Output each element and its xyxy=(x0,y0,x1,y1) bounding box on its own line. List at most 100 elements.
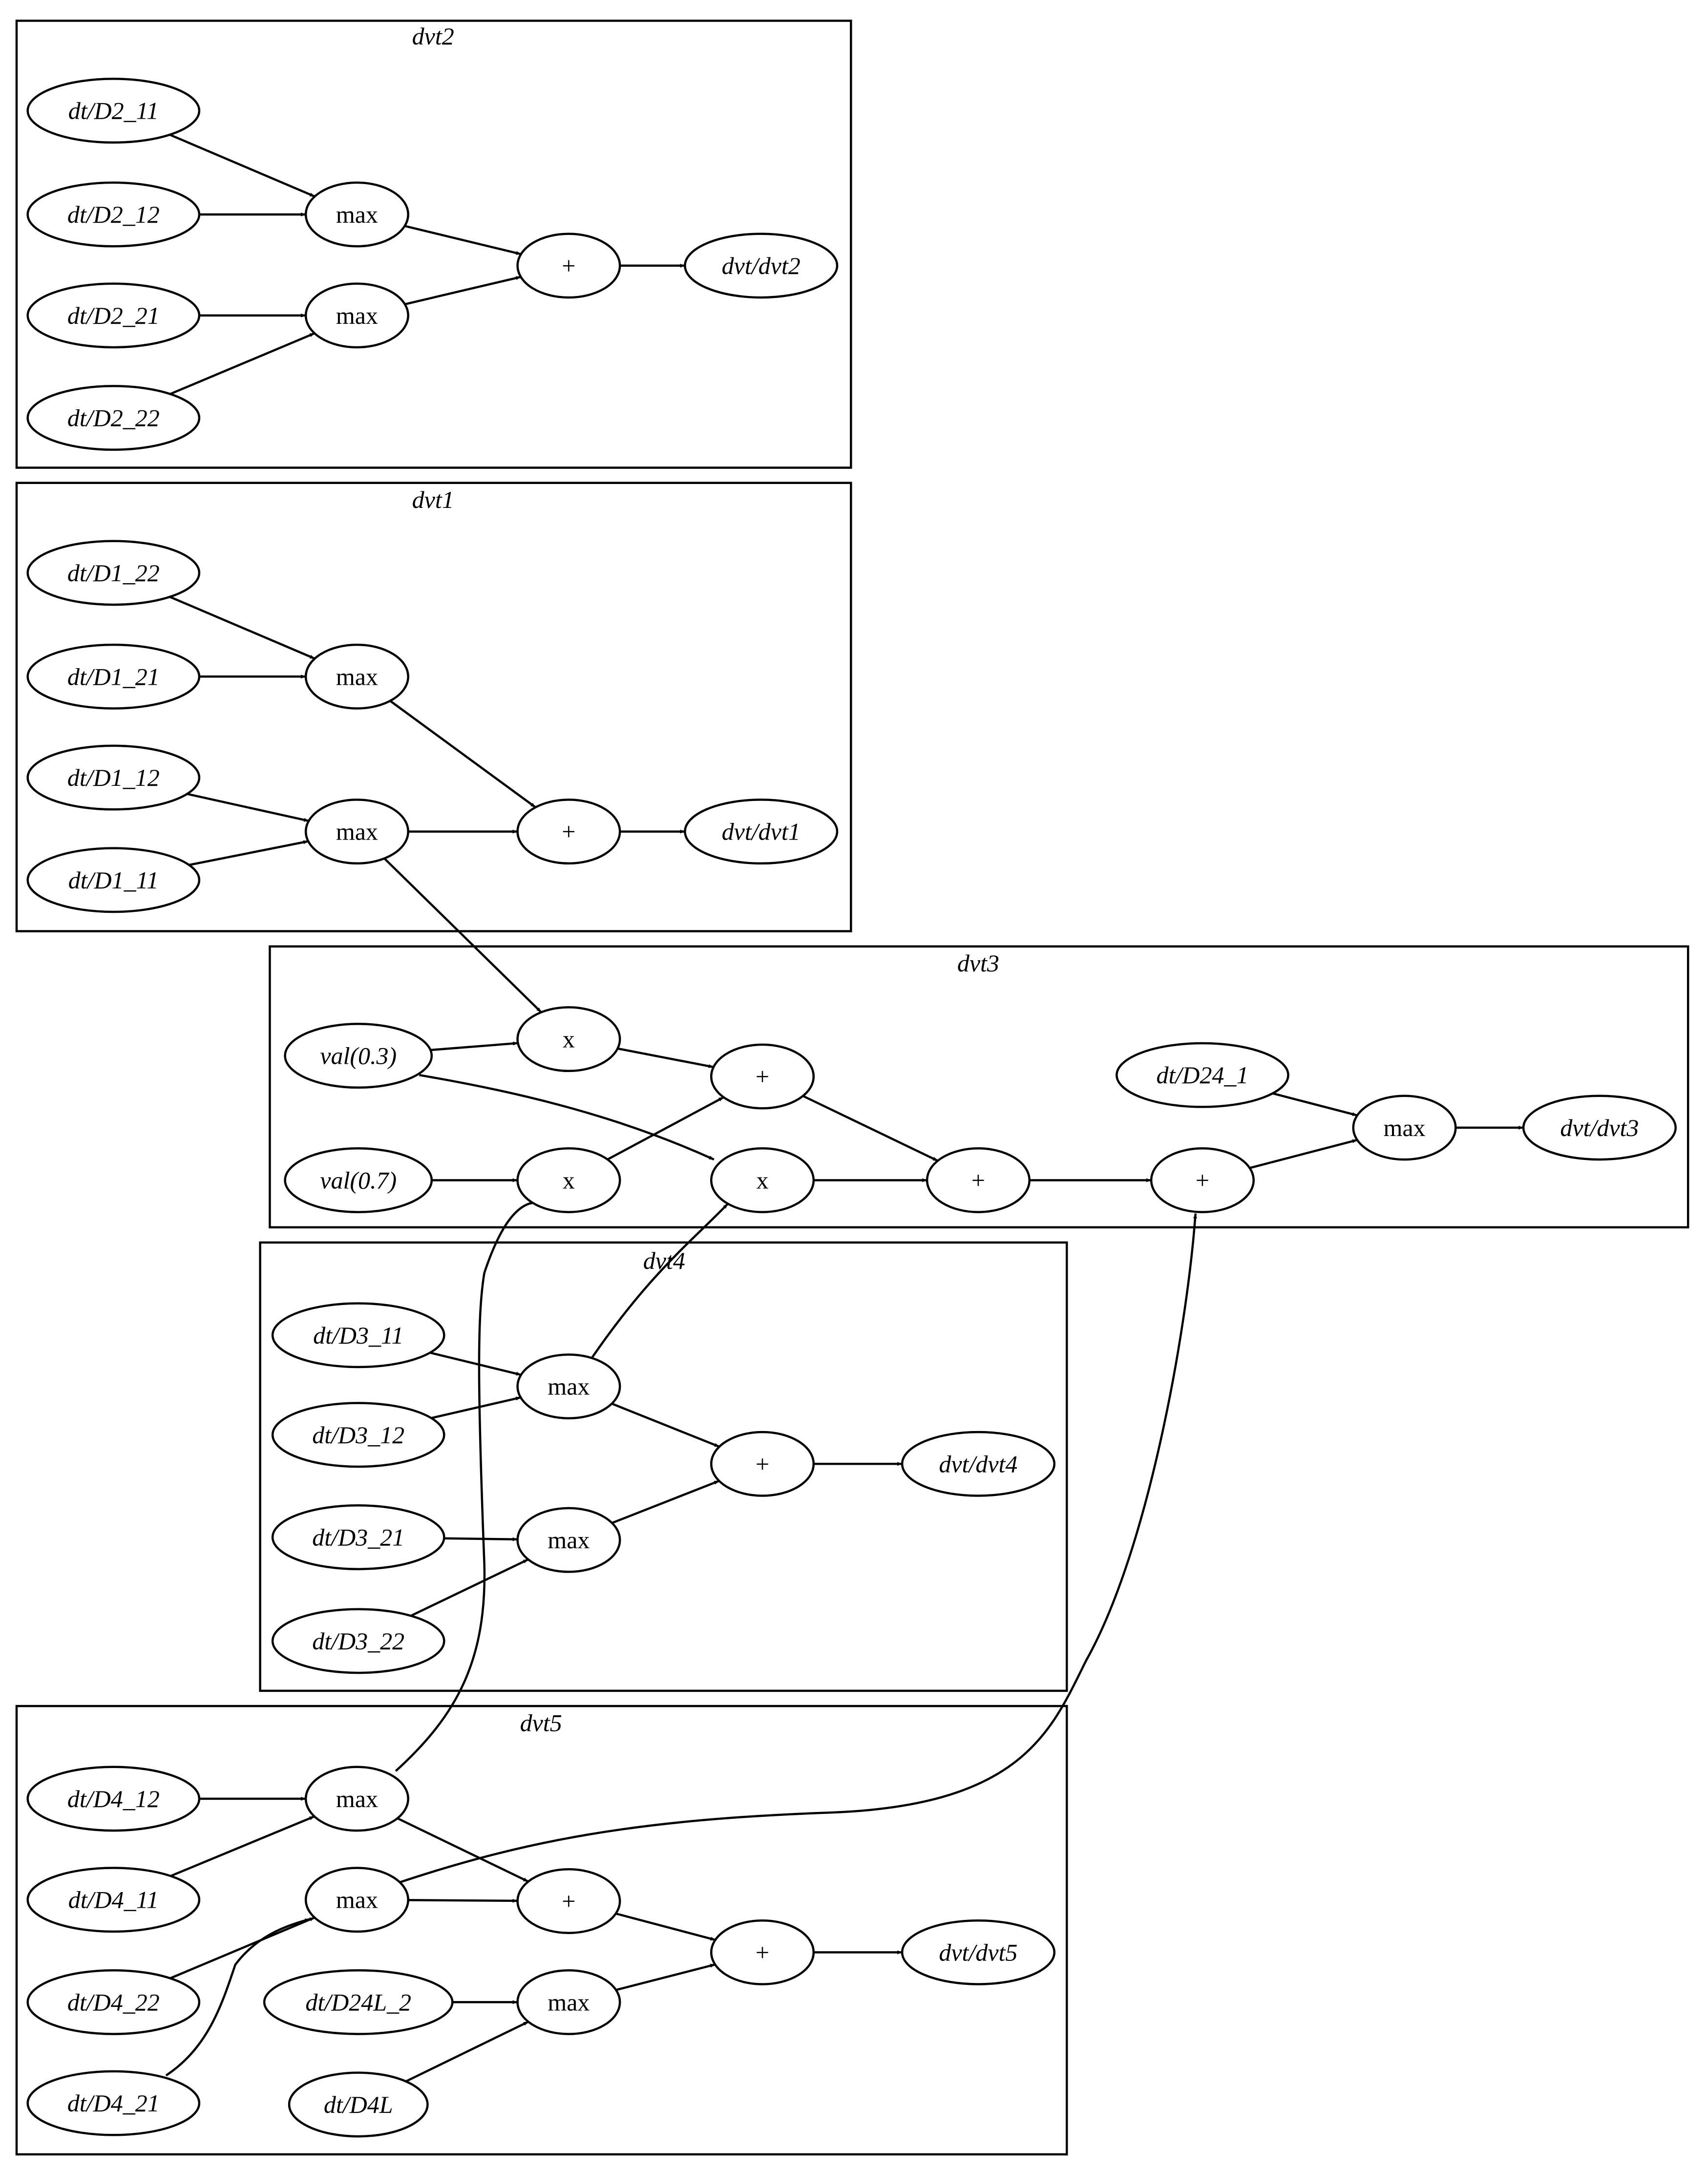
node-val03: val(0.3) xyxy=(284,1023,433,1089)
node-ellipse xyxy=(516,799,621,865)
node-out5: dvt/dvt5 xyxy=(901,1919,1055,1985)
node-ellipse xyxy=(304,799,409,865)
node-label: dt/D1_22 xyxy=(67,559,160,587)
node-label: dt/D4_22 xyxy=(67,1988,160,2016)
edge-d1_22-to-max1a xyxy=(169,595,316,660)
node-d2_11: dt/D2_11 xyxy=(26,78,201,144)
node-label: dt/D24_1 xyxy=(1156,1061,1248,1089)
node-ellipse xyxy=(516,1006,621,1073)
cluster-frame xyxy=(15,1705,1068,2156)
node-label: dt/D3_22 xyxy=(312,1627,404,1655)
edge-max4a-to-x3 xyxy=(591,1203,729,1358)
node-d1_11: dt/D1_11 xyxy=(26,847,201,913)
node-label: dvt/dvt3 xyxy=(1560,1114,1639,1141)
edge-val03-to-x3 xyxy=(419,1074,715,1161)
node-label: val(0.3) xyxy=(320,1042,397,1070)
node-d4l: dt/D4L xyxy=(288,2071,429,2138)
edge-d3_12-to-max4a xyxy=(431,1396,521,1419)
node-d1_12: dt/D1_12 xyxy=(26,744,201,811)
node-label: dt/D1_21 xyxy=(67,663,160,690)
cluster-frame xyxy=(269,945,1689,1229)
node-d3_21: dt/D3_21 xyxy=(271,1504,445,1570)
node-ellipse xyxy=(516,1507,621,1573)
node-ellipse xyxy=(304,282,409,349)
node-ellipse xyxy=(26,78,201,144)
node-ellipse xyxy=(926,1147,1031,1213)
node-ellipse xyxy=(304,181,409,248)
node-x3: x xyxy=(710,1147,815,1213)
node-d2_21: dt/D2_21 xyxy=(26,282,201,349)
node-label: dt/D2_21 xyxy=(67,302,160,329)
nodes: dt/D2_11dt/D2_12dt/D2_21dt/D2_22maxmax+d… xyxy=(26,78,1677,2138)
node-ellipse xyxy=(284,1023,433,1089)
node-ellipse xyxy=(26,282,201,349)
node-max5b: max xyxy=(304,1867,409,1933)
node-label: dt/D4_12 xyxy=(67,1785,160,1812)
node-label: dvt/dvt5 xyxy=(939,1938,1017,1966)
node-label: x xyxy=(757,1167,769,1194)
node-ellipse xyxy=(271,1402,445,1468)
node-label: + xyxy=(756,1063,769,1090)
node-label: max xyxy=(336,1886,378,1914)
node-label: + xyxy=(971,1167,985,1194)
node-label: dt/D4L xyxy=(324,2091,393,2118)
node-ellipse xyxy=(710,1147,815,1213)
node-ellipse xyxy=(710,1431,815,1497)
cluster-dvt3: dvt3 xyxy=(269,945,1689,1229)
node-ellipse xyxy=(26,744,201,811)
edge-max4a-to-plus4 xyxy=(611,1402,720,1448)
edge-d3_22-to-max4b xyxy=(410,1558,529,1617)
node-label: x xyxy=(563,1167,575,1194)
node-ellipse xyxy=(26,643,201,710)
node-x1: x xyxy=(516,1006,621,1073)
node-ellipse xyxy=(710,1919,815,1985)
node-max4a: max xyxy=(516,1353,621,1420)
node-label: dt/D4_21 xyxy=(67,2089,160,2117)
node-out3: dvt/dvt3 xyxy=(1522,1095,1677,1161)
node-ellipse xyxy=(516,232,621,299)
node-d24_1: dt/D24_1 xyxy=(1116,1042,1289,1108)
node-plus5a: + xyxy=(516,1868,621,1934)
node-ellipse xyxy=(516,1147,621,1213)
node-label: + xyxy=(1196,1167,1209,1194)
cluster-title: dvt5 xyxy=(520,1709,562,1736)
node-ellipse xyxy=(1150,1147,1255,1213)
node-plus4: + xyxy=(710,1431,815,1497)
node-label: max xyxy=(336,1785,378,1812)
node-ellipse xyxy=(684,232,839,299)
node-d24l_2: dt/D24L_2 xyxy=(263,1969,454,2035)
edge-d4l-to-max5c xyxy=(405,2021,529,2083)
node-ellipse xyxy=(26,540,201,606)
node-label: + xyxy=(562,252,575,279)
node-ellipse xyxy=(304,1766,409,1832)
edge-max1b-to-x1 xyxy=(383,858,542,1013)
node-d4_22: dt/D4_22 xyxy=(26,1969,201,2035)
node-ellipse xyxy=(516,1353,621,1420)
node-plus1: + xyxy=(516,799,621,865)
node-d2_22: dt/D2_22 xyxy=(26,385,201,451)
node-out1: dvt/dvt1 xyxy=(684,799,839,865)
node-ellipse xyxy=(271,1608,445,1674)
node-ellipse xyxy=(901,1431,1055,1497)
node-label: max xyxy=(336,302,378,329)
node-label: max xyxy=(336,201,378,228)
node-val07: val(0.7) xyxy=(284,1147,433,1213)
edge-x2-to-plus3a xyxy=(607,1096,724,1160)
cluster-frame xyxy=(15,20,852,469)
edge-d4_11-to-max5a xyxy=(170,1815,315,1877)
node-label: dt/D4_11 xyxy=(68,1886,159,1914)
node-plus2: + xyxy=(516,232,621,299)
node-label: + xyxy=(756,1450,769,1477)
node-label: max xyxy=(336,663,378,690)
node-plus3a: + xyxy=(710,1043,815,1110)
edge-d4_22-to-max5b xyxy=(169,1916,315,1979)
node-ellipse xyxy=(263,1969,454,2035)
cluster-frame xyxy=(15,482,852,932)
node-max3: max xyxy=(1352,1095,1457,1161)
node-plus5b: + xyxy=(710,1919,815,1985)
node-ellipse xyxy=(304,643,409,710)
node-label: + xyxy=(562,1888,575,1915)
node-plus3b: + xyxy=(926,1147,1031,1213)
node-plus3c: + xyxy=(1150,1147,1255,1213)
